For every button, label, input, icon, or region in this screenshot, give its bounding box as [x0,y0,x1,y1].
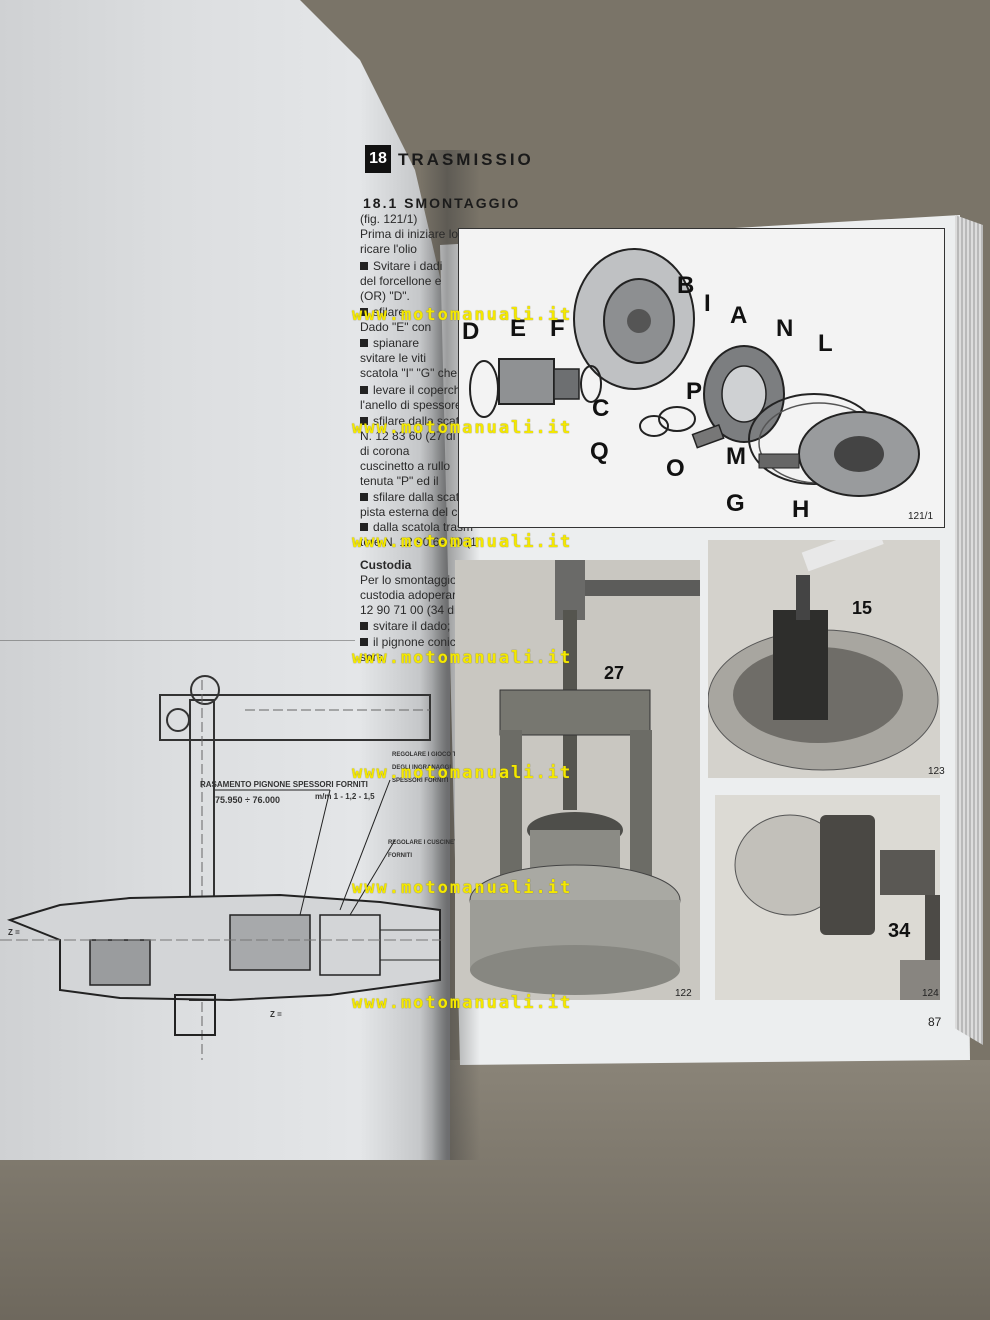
transmission-section-drawing [0,640,445,1060]
page-edges [955,215,983,1045]
part-label-c: C [592,395,610,422]
drawing-label-regolare: REGOLARE I GIOCO TRA [392,752,466,758]
subsection-heading: 18.1 SMONTAGGIO [363,195,521,211]
puller-tool-photo [455,560,700,1000]
puller-illustration [455,560,700,1000]
body-text-line: del forcellone e [360,274,442,288]
bullet-icon [360,262,368,270]
section-title: TRASMISSIO [398,150,534,169]
figure-number-124: 124 [922,988,939,999]
figure-number-121: 121/1 [908,511,934,522]
pinion-illustration [715,795,940,1000]
callout-34: 34 [888,920,911,942]
body-text-line: (OR) "D". [360,289,410,303]
part-label-b: B [677,272,695,299]
drawing-label-z: Z = [270,1010,282,1019]
drawing-label-regolare: SPESSORI FORNITI [392,778,449,784]
body-text-line: cuscinetto a rullo [360,459,451,473]
part-label-i: I [704,290,711,317]
part-label-h: H [792,496,810,523]
part-label-q: Q [590,438,609,465]
part-label-g: G [726,490,745,517]
part-label-d: D [462,318,480,345]
body-text-line: (fig. 121/1) [360,212,418,226]
watermark-text: www.motomanuali.it [352,532,573,552]
watermark-text: www.motomanuali.it [352,763,573,783]
part-label-m: M [726,443,746,470]
part-label-n: N [776,315,794,342]
watermark-text: www.motomanuali.it [352,993,573,1013]
body-text-line: Per lo smontaggio del [360,573,477,587]
custody-heading: Custodia [360,558,412,572]
bullet-icon [360,493,368,501]
body-text-line: N. 12 83 60 (27 di fi [360,429,465,443]
bullet-icon [360,523,368,531]
part-label-o: O [666,455,685,482]
drawing-label-regolare: FORNITI [388,853,412,859]
drawing-label-rasamento: RASAMENTO PIGNONE SPESSORI FORNITI [200,780,368,789]
drawing-label-z: Z = [8,928,20,937]
bullet-icon [360,638,368,646]
body-text-line: Svitare i dadi [360,259,442,273]
drawing-label-regolare: REGOLARE I CUSCINETTI [388,840,464,846]
bullet-icon [360,417,368,425]
body-text-line: tore N. 12 90 69 00 (1 [360,535,477,549]
drawing-label-mm: m/m 1 - 1,2 - 1,5 [315,792,375,801]
housing-tool-photo [708,540,940,778]
body-text-line: sfilare dalla scatola [360,490,475,504]
watermark-text: www.motomanuali.it [352,878,573,898]
body-text-line: di corona [360,444,410,458]
part-label-p: P [686,378,703,405]
body-text-line: Dado "E" con [360,320,432,334]
body-text-line: sfilare [360,305,405,319]
body-text-line: tenuta "P" ed il [360,474,439,488]
drawing-label-regolare: DEGLI INGRANAGGI [392,765,452,771]
part-label-f: F [550,315,565,342]
body-text-line: scatola "I" "G" che [360,366,458,380]
callout-27: 27 [604,663,625,683]
page-number: 87 [928,1015,942,1029]
watermark-text: www.motomanuali.it [352,305,573,325]
part-label-e: E [510,315,527,342]
section-number-box: 18 [365,145,391,173]
body-text-line: levare il coperchi [360,383,463,397]
bullet-icon [360,339,368,347]
body-text-line: sfilare dalla scatola [360,414,475,428]
watermark-text: www.motomanuali.it [352,648,573,668]
bullet-icon [360,386,368,394]
body-text-line: sore; [360,650,387,664]
exploded-view-figure [458,228,945,528]
body-text-line: spianare [360,336,419,350]
body-text-line: Prima di iniziare lo s [360,227,468,241]
figure-number-123: 123 [928,766,945,777]
body-text-line: dalla scatola trasm [360,520,473,534]
watermark-text: www.motomanuali.it [352,418,573,438]
bullet-icon [360,622,368,630]
pinion-tool-photo [715,795,940,1000]
part-label-l: L [818,330,833,357]
body-text-line: l'anello di spessore [360,398,462,412]
callout-15: 15 [852,598,873,618]
body-text-line: svitare le viti [360,351,427,365]
body-text-line: ricare l'olio [360,242,417,256]
bullet-icon [360,308,368,316]
drawing-label-dimension: 75.950 ÷ 76.000 [215,795,280,805]
part-label-a: A [730,302,748,329]
body-text-line: svitare il dado; [360,619,450,633]
exploded-parts-drawing [469,248,920,497]
housing-illustration [708,540,940,778]
figure-number-122: 122 [675,988,692,999]
